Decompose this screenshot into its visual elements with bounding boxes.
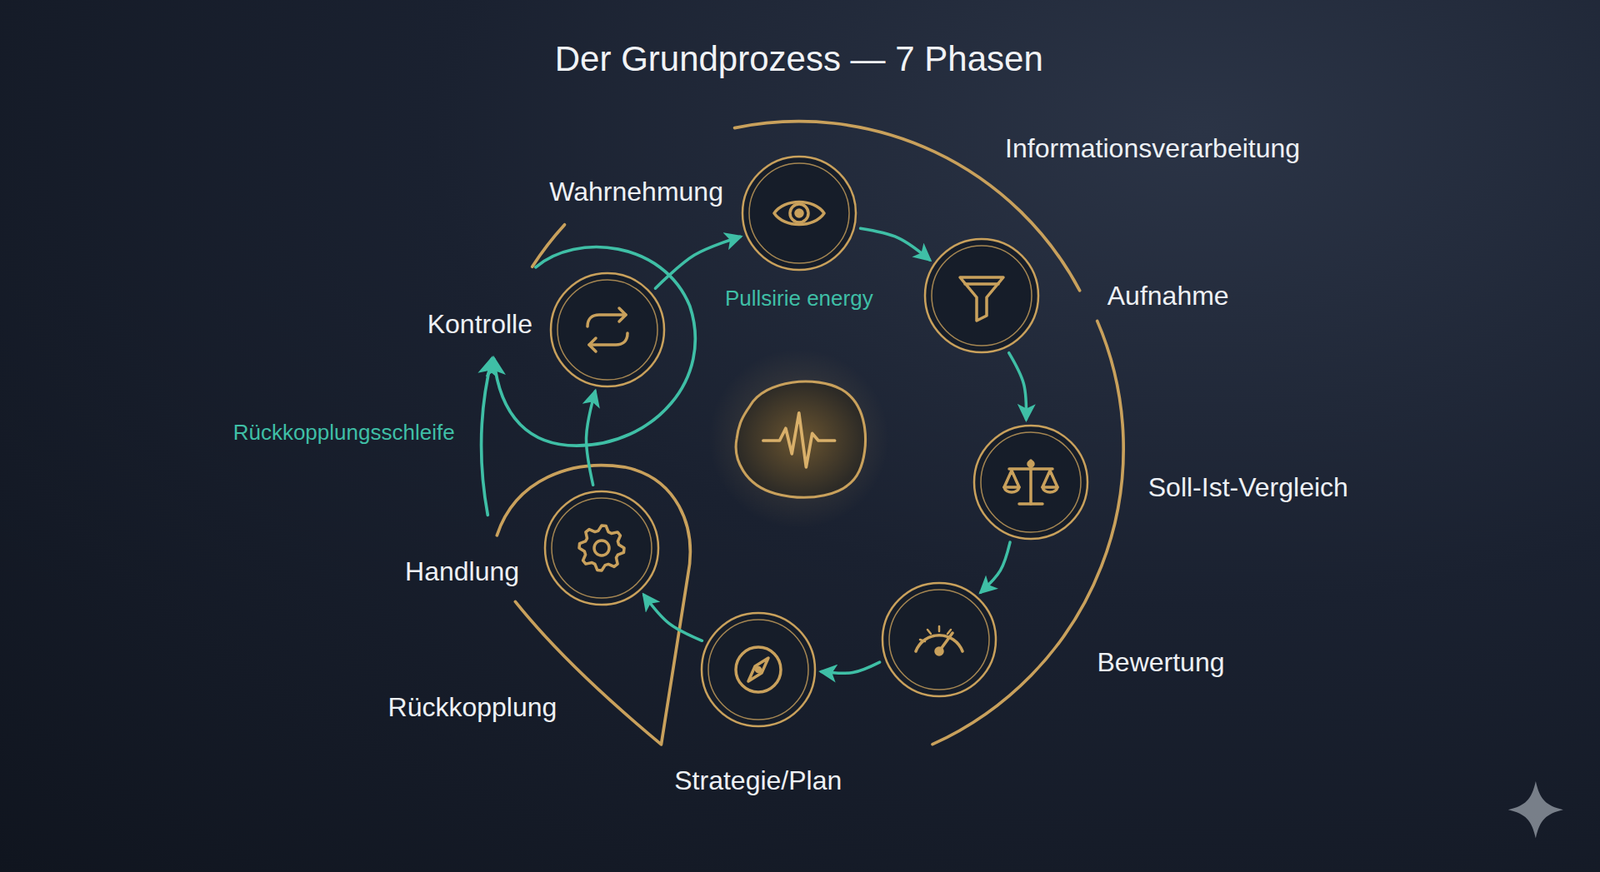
phase-label: Handlung	[405, 555, 520, 587]
flow-arrow	[644, 595, 703, 641]
phase-circle-shape	[972, 424, 1090, 541]
diagram-title: Der Grundprozess — 7 Phasen	[555, 38, 1044, 80]
compass-icon	[735, 647, 781, 693]
pulse-line	[763, 413, 835, 468]
energy-label: Pullsirie energy	[725, 285, 874, 312]
feedback-label: Rückkopplung	[388, 690, 558, 723]
circle-outer	[882, 583, 996, 697]
center-glow	[709, 349, 890, 530]
phase-circle-shape	[880, 581, 998, 699]
flow-arrow	[586, 391, 596, 485]
flow-arrow	[655, 236, 740, 289]
phase-circle: Kontrolle	[549, 271, 666, 389]
phase-circle-shape	[700, 611, 817, 729]
phase-label: Aufnahme	[1107, 280, 1230, 312]
phase-label: Bewertung	[1097, 646, 1225, 678]
circle-outer	[925, 239, 1039, 353]
circle-outer	[974, 425, 1088, 540]
circle-inner	[551, 498, 652, 599]
phase-circle: Soll-Ist-Vergleich	[972, 424, 1090, 541]
circle-outer	[545, 491, 659, 605]
phase-label: Wahrnehmung	[549, 176, 724, 208]
phase-label: Soll-Ist-Vergleich	[1148, 472, 1349, 504]
circle-outer	[742, 156, 856, 270]
flow-arrow	[860, 228, 930, 260]
gold-arc	[532, 225, 565, 267]
phase-circle-shape	[549, 271, 666, 389]
phase-circle: Bewertung	[880, 581, 998, 699]
flow-arrow	[821, 662, 880, 674]
circle-inner	[557, 280, 658, 380]
circle-outer	[701, 613, 815, 727]
gauge-icon	[915, 626, 963, 655]
loop-label: Rückkopplungsschleife	[233, 420, 455, 447]
center-blob	[735, 381, 865, 498]
scales-icon	[1004, 460, 1058, 505]
flow-arrow	[1009, 353, 1027, 420]
watermark-star	[1508, 781, 1564, 840]
circle-outer	[550, 273, 665, 387]
circle-inner	[708, 620, 809, 720]
phase-circle-shape	[923, 237, 1040, 355]
loop-icon	[587, 308, 628, 352]
gear-icon	[579, 525, 625, 571]
phase-circle: Strategie/Plan	[700, 611, 817, 729]
eye-icon	[774, 201, 825, 225]
phase-circle: Wahrnehmung	[740, 155, 858, 272]
circle-inner	[749, 163, 850, 264]
group-label: Informationsverarbeitung	[1005, 131, 1300, 164]
circle-inner	[980, 432, 1081, 533]
phase-circle: Aufnahme	[923, 237, 1040, 355]
feedback-loop	[494, 247, 696, 447]
phase-circle-shape	[740, 155, 858, 272]
phase-label: Strategie/Plan	[674, 765, 842, 797]
circle-inner	[889, 590, 990, 690]
phase-circle: Handlung	[543, 490, 660, 607]
phase-label: Kontrolle	[427, 309, 533, 340]
funnel-icon	[960, 277, 1004, 321]
phase-circle-shape	[543, 490, 660, 607]
decor-group	[480, 121, 1563, 840]
feedback-line	[480, 359, 492, 515]
flow-arrow	[980, 542, 1010, 593]
circle-inner	[931, 245, 1032, 346]
